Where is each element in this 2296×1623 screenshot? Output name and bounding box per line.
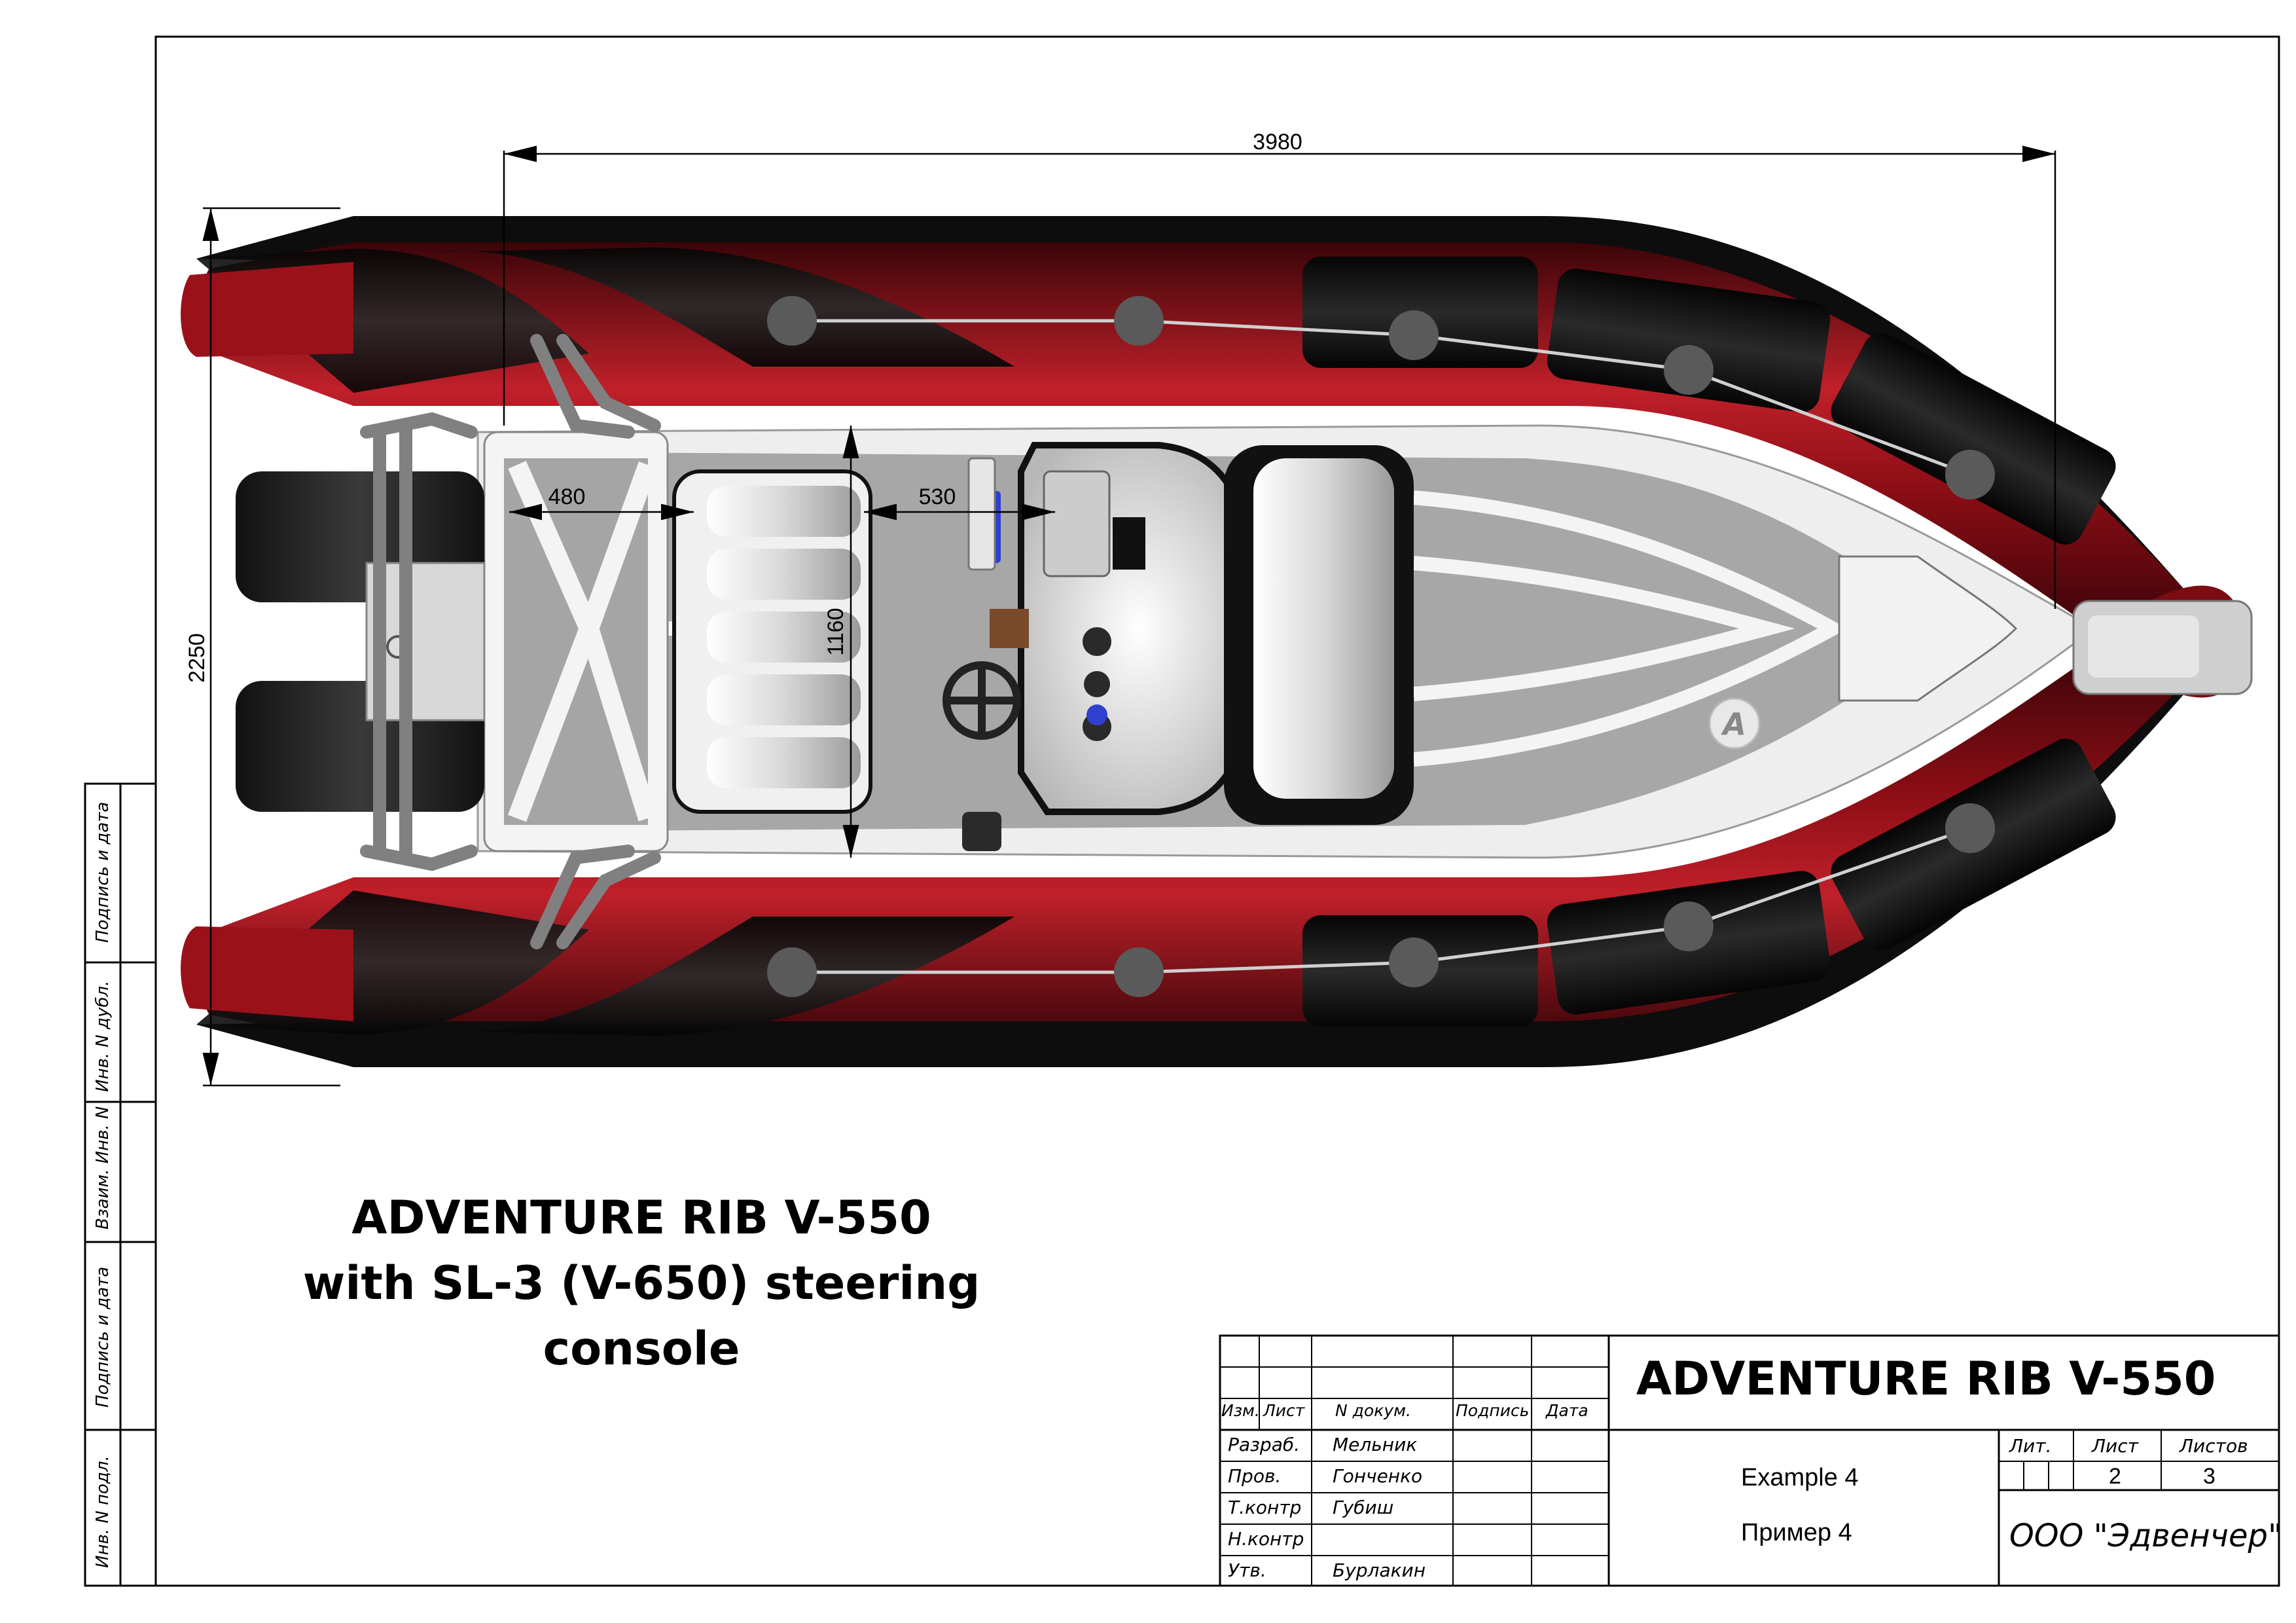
bottom-tube-stern-cone xyxy=(181,926,353,1021)
tb-header-doc-no: N докум. xyxy=(1335,1401,1411,1420)
tb-sheet-number: 2 xyxy=(2109,1464,2121,1489)
tb-sheet-label: Лист xyxy=(2092,1435,2138,1457)
throttle-control xyxy=(962,812,1001,851)
lifeline-pads xyxy=(767,296,1995,997)
tb-name-checker: Гонченко xyxy=(1333,1465,1423,1487)
dim-aft-bench: 480 xyxy=(548,484,586,509)
drawing-caption-line2: with SL-3 (V-650) steering console xyxy=(302,1256,980,1376)
dim-width: 2250 xyxy=(185,633,209,683)
console-gauge-block xyxy=(1113,517,1145,570)
boat: A xyxy=(181,216,2253,1067)
windshield-frame xyxy=(967,457,996,571)
tb-doc-name-ru: Пример 4 xyxy=(1741,1519,1852,1546)
dim-seat-width: 1160 xyxy=(823,608,848,655)
top-tube-stern-cone xyxy=(181,262,353,357)
tb-role-tech-control: Т.контр xyxy=(1228,1497,1302,1518)
tb-sheets-label: Листов xyxy=(2179,1435,2248,1457)
top-tube-panel xyxy=(1547,268,1831,412)
tb-name-approved: Бурлакин xyxy=(1333,1559,1426,1581)
aft-seat-cushions xyxy=(707,486,861,788)
tb-header-izm: Изм. xyxy=(1221,1401,1260,1420)
tb-sheets-count: 3 xyxy=(2203,1464,2215,1489)
adventure-a-logo-mark: A xyxy=(1721,706,1746,742)
front-console-seat-cushion xyxy=(1253,458,1394,799)
tb-lit-label: Лит. xyxy=(2009,1435,2052,1457)
stamp-vzam-inv: Взаим. Инв. N xyxy=(93,1106,113,1230)
dim-length: 3980 xyxy=(1253,130,1302,155)
stamp-inv-orig: Инв. N подл. xyxy=(93,1455,113,1568)
top-tube-panel xyxy=(1831,333,2116,545)
tb-doc-name-en: Example 4 xyxy=(1741,1464,1859,1491)
stamp-sign-date-bottom: Подпись и дата xyxy=(93,1266,113,1408)
tb-role-norm-control: Н.контр xyxy=(1228,1528,1304,1550)
steering-wheel-icon xyxy=(942,661,1021,740)
ski-tow-arch xyxy=(360,334,661,949)
console-gauge xyxy=(1084,671,1110,697)
console-panel xyxy=(1043,470,1111,577)
drawing-caption-line1: ADVENTURE RIB V-550 xyxy=(351,1191,931,1245)
tb-header-date: Дата xyxy=(1546,1401,1588,1420)
switch-panel xyxy=(990,609,1029,648)
tb-header-list: Лист xyxy=(1263,1401,1305,1420)
tb-name-developer: Мельник xyxy=(1333,1434,1418,1455)
top-tube-black-stripe xyxy=(432,247,1014,367)
dimension-lines xyxy=(202,145,2056,1087)
tb-role-checker: Пров. xyxy=(1228,1465,1282,1487)
dim-console-gap: 530 xyxy=(919,484,956,509)
title-block-grid xyxy=(1219,1334,2280,1587)
tb-header-signature: Подпись xyxy=(1456,1401,1530,1420)
console-blue-indicator xyxy=(1086,704,1107,725)
adventure-a-logo xyxy=(1708,697,1761,750)
console-gauge xyxy=(1083,627,1111,656)
stamp-sign-date-top: Подпись и дата xyxy=(93,801,113,943)
bow-locker xyxy=(1838,555,2018,702)
side-stamp-grid xyxy=(84,782,157,1587)
title-block-drawing-title: ADVENTURE RIB V-550 xyxy=(1636,1352,2216,1406)
drawing-caption: ADVENTURE RIB V-550 with SL-3 (V-650) st… xyxy=(216,1185,1067,1381)
bottom-tube-black-stripe xyxy=(432,917,1014,1036)
tb-role-approved: Утв. xyxy=(1228,1559,1266,1581)
tb-role-developer: Разраб. xyxy=(1228,1434,1300,1455)
tb-name-tech-control: Губиш xyxy=(1333,1497,1394,1518)
stamp-inv-dup: Инв. N дубл. xyxy=(93,980,113,1092)
bow-fitting-inner xyxy=(2088,615,2199,678)
tb-company: ООО "Эдвенчер" xyxy=(2009,1518,2283,1554)
